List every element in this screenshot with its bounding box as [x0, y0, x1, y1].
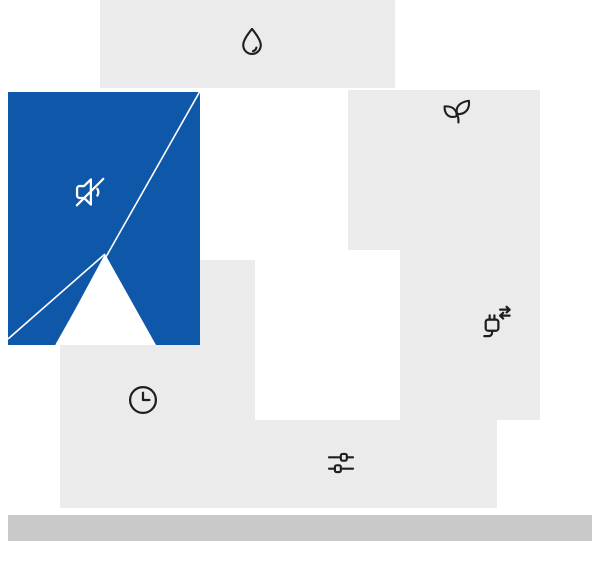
plug-swap-icon: [477, 303, 515, 341]
panel-water[interactable]: [100, 0, 395, 88]
options-sliders-icon: [324, 446, 358, 480]
taskbar-strip: [8, 515, 592, 541]
mute-ribbon-banner[interactable]: [8, 92, 200, 345]
ribbon-shape: [8, 92, 200, 345]
leaf-icon: [438, 94, 474, 130]
panel-leaf[interactable]: [348, 90, 540, 250]
water-drop-icon: [235, 25, 269, 59]
panel-power[interactable]: [400, 250, 540, 420]
speaker-mute-icon: [69, 171, 111, 213]
panel-options[interactable]: [200, 420, 497, 508]
clock-icon: [125, 382, 161, 418]
